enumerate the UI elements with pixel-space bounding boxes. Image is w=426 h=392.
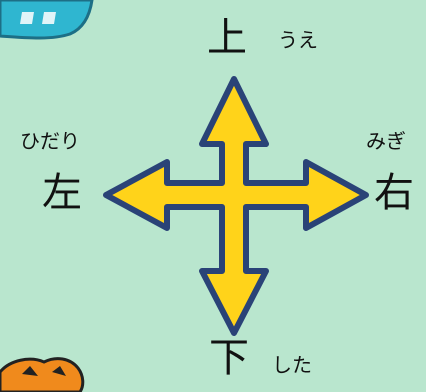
four-way-arrow-icon: [103, 76, 369, 336]
label-left-kana: ひだり: [20, 129, 80, 153]
label-up-kana: うえ: [278, 28, 318, 52]
label-left-kanji: 左: [42, 170, 82, 216]
label-right-kanji: 右: [374, 170, 414, 216]
label-down-kanji: 下: [209, 335, 249, 381]
corner-sticker-orange: [0, 357, 85, 392]
corner-sticker-teal: [0, 0, 94, 40]
label-up-kanji: 上: [207, 15, 247, 61]
label-right-kana: みぎ: [366, 129, 406, 153]
label-down-kana: した: [272, 353, 312, 377]
